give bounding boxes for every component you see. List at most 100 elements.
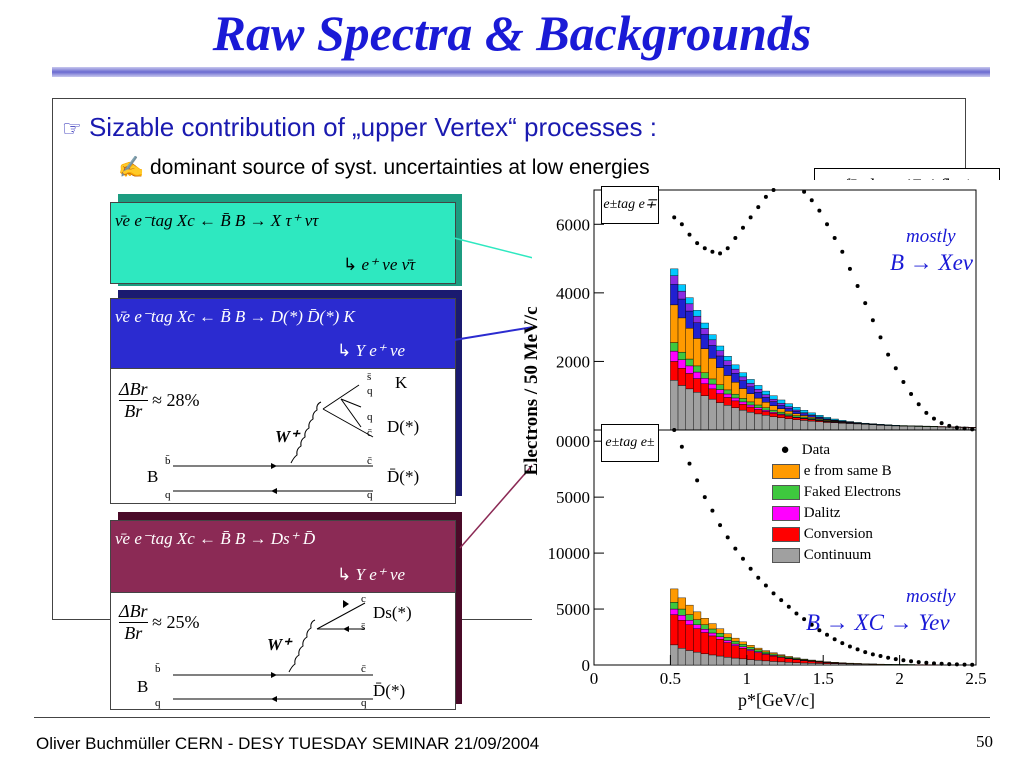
bar-0-1-15 [784, 416, 793, 419]
data-point-0-30 [901, 380, 906, 384]
bar-1-0-20 [823, 663, 832, 666]
x-axis-label: p*[GeV/c] [738, 690, 815, 710]
bar-1-2-2 [685, 620, 694, 625]
bullet-main: ☞ Sizable contribution of „upper Vertex“… [62, 112, 657, 143]
bar-1-0-9 [738, 658, 747, 666]
bar-1-0-3 [693, 651, 702, 666]
ratio-ds: ΔBr Br ≈ 25% [119, 601, 199, 644]
bar-0-7-9 [738, 372, 747, 378]
data-point-1-25 [863, 650, 868, 655]
bar-0-6-6 [716, 350, 725, 357]
bar-1-3-8 [731, 640, 740, 645]
bar-0-0-18 [807, 420, 816, 431]
data-point-0-26 [870, 318, 875, 323]
legend-item-faked: Faked Electrons [772, 482, 901, 503]
data-point-0-35 [939, 421, 944, 426]
feynman-diagram-ddk [173, 384, 374, 494]
bar-0-7-2 [685, 297, 694, 305]
bar-1-0-11 [754, 660, 763, 666]
bar-0-5-15 [784, 408, 793, 412]
data-point-0-0 [672, 215, 677, 220]
data-point-1-31 [909, 659, 914, 664]
bar-0-3-9 [738, 398, 747, 403]
data-point-0-20 [825, 222, 830, 227]
bar-0-7-11 [754, 385, 763, 390]
bar-0-6-11 [754, 389, 763, 393]
bar-0-1-10 [746, 406, 755, 413]
bar-1-3-2 [685, 614, 694, 621]
bar-1-1-16 [792, 659, 801, 663]
ratio-ddk-value: ≈ 28% [152, 390, 200, 410]
bar-0-4-12 [761, 402, 770, 408]
annotation-bottom-process: B → XC → Yeν [806, 610, 950, 635]
bar-0-7-13 [769, 395, 778, 400]
data-point-0-6 [718, 251, 723, 256]
bar-0-0-10 [746, 411, 755, 431]
bar-0-0-29 [891, 425, 900, 431]
legend-swatch-faked [772, 485, 800, 501]
bar-0-2-4 [700, 378, 709, 384]
bar-0-3-12 [761, 407, 770, 411]
bar-1-0-10 [746, 659, 755, 666]
data-point-1-16 [794, 611, 799, 616]
bar-1-2-9 [738, 646, 747, 649]
ytick-label-1-0: 0 [582, 656, 591, 675]
bar-0-3-5 [708, 378, 717, 385]
bar-0-3-30 [899, 425, 908, 427]
bar-1-4-19 [815, 660, 824, 662]
bar-0-6-4 [700, 328, 709, 335]
diagram-ds-q-left: q [155, 697, 161, 709]
bar-0-0-16 [792, 419, 801, 431]
bar-1-4-21 [830, 662, 839, 663]
data-point-1-13 [771, 591, 776, 596]
bar-0-0-13 [769, 416, 778, 431]
data-point-1-19 [817, 628, 822, 633]
diagram-ddk-D-lower: D̄(*) [387, 467, 420, 486]
bar-1-3-10 [746, 647, 755, 650]
bar-0-1-7 [723, 397, 732, 406]
bar-1-0-12 [761, 660, 770, 666]
bar-0-7-7 [723, 356, 732, 361]
bar-1-4-24 [853, 663, 862, 665]
bar-0-4-8 [731, 381, 740, 395]
bar-1-1-11 [754, 652, 763, 661]
bar-1-4-23 [845, 662, 854, 664]
bar-1-3-6 [716, 633, 725, 638]
legend-item-same-b: e from same B [772, 461, 901, 482]
bar-0-5-4 [700, 334, 709, 349]
bar-0-2-5 [708, 383, 717, 390]
diagram-ddk-B: B [147, 467, 159, 486]
bar-0-3-8 [731, 393, 740, 399]
data-point-1-26 [870, 652, 875, 657]
bar-0-3-1 [677, 351, 686, 360]
bar-1-2-6 [716, 636, 725, 640]
bar-0-5-17 [800, 413, 809, 416]
panel-tau-line2: ↳ e⁺ νe ν̄τ [343, 255, 415, 275]
panel-ds-diagram: ΔBr Br ≈ 25% B b̄ q W⁺ c s̄ c̄ q Ds(*) D… [110, 592, 456, 710]
data-point-0-39 [970, 427, 975, 432]
diagram-ddk-D-upper: D(*) [387, 417, 420, 436]
bar-1-1-1 [677, 620, 686, 649]
bar-0-1-11 [754, 409, 763, 415]
data-point-1-20 [825, 632, 830, 637]
bar-0-0-21 [830, 422, 839, 431]
bar-0-4-2 [685, 327, 694, 360]
bar-0-6-13 [769, 398, 778, 402]
bar-0-1-12 [761, 411, 770, 416]
bar-0-0-4 [700, 395, 709, 431]
bar-1-1-5 [708, 635, 717, 656]
bar-0-7-25 [861, 422, 870, 424]
bar-1-0-1 [677, 648, 686, 666]
bar-0-7-20 [823, 417, 832, 419]
decay-arrow-icon: ↳ [337, 341, 352, 360]
data-point-0-25 [863, 301, 868, 306]
bar-0-7-23 [845, 421, 854, 423]
bar-0-0-7 [723, 405, 732, 431]
data-point-0-2 [687, 232, 692, 237]
bar-0-1-5 [708, 388, 717, 400]
bar-1-3-1 [677, 608, 686, 616]
bar-1-0-14 [777, 661, 786, 666]
data-point-0-28 [886, 352, 891, 357]
data-point-1-33 [924, 660, 929, 665]
bar-1-1-4 [700, 632, 709, 655]
